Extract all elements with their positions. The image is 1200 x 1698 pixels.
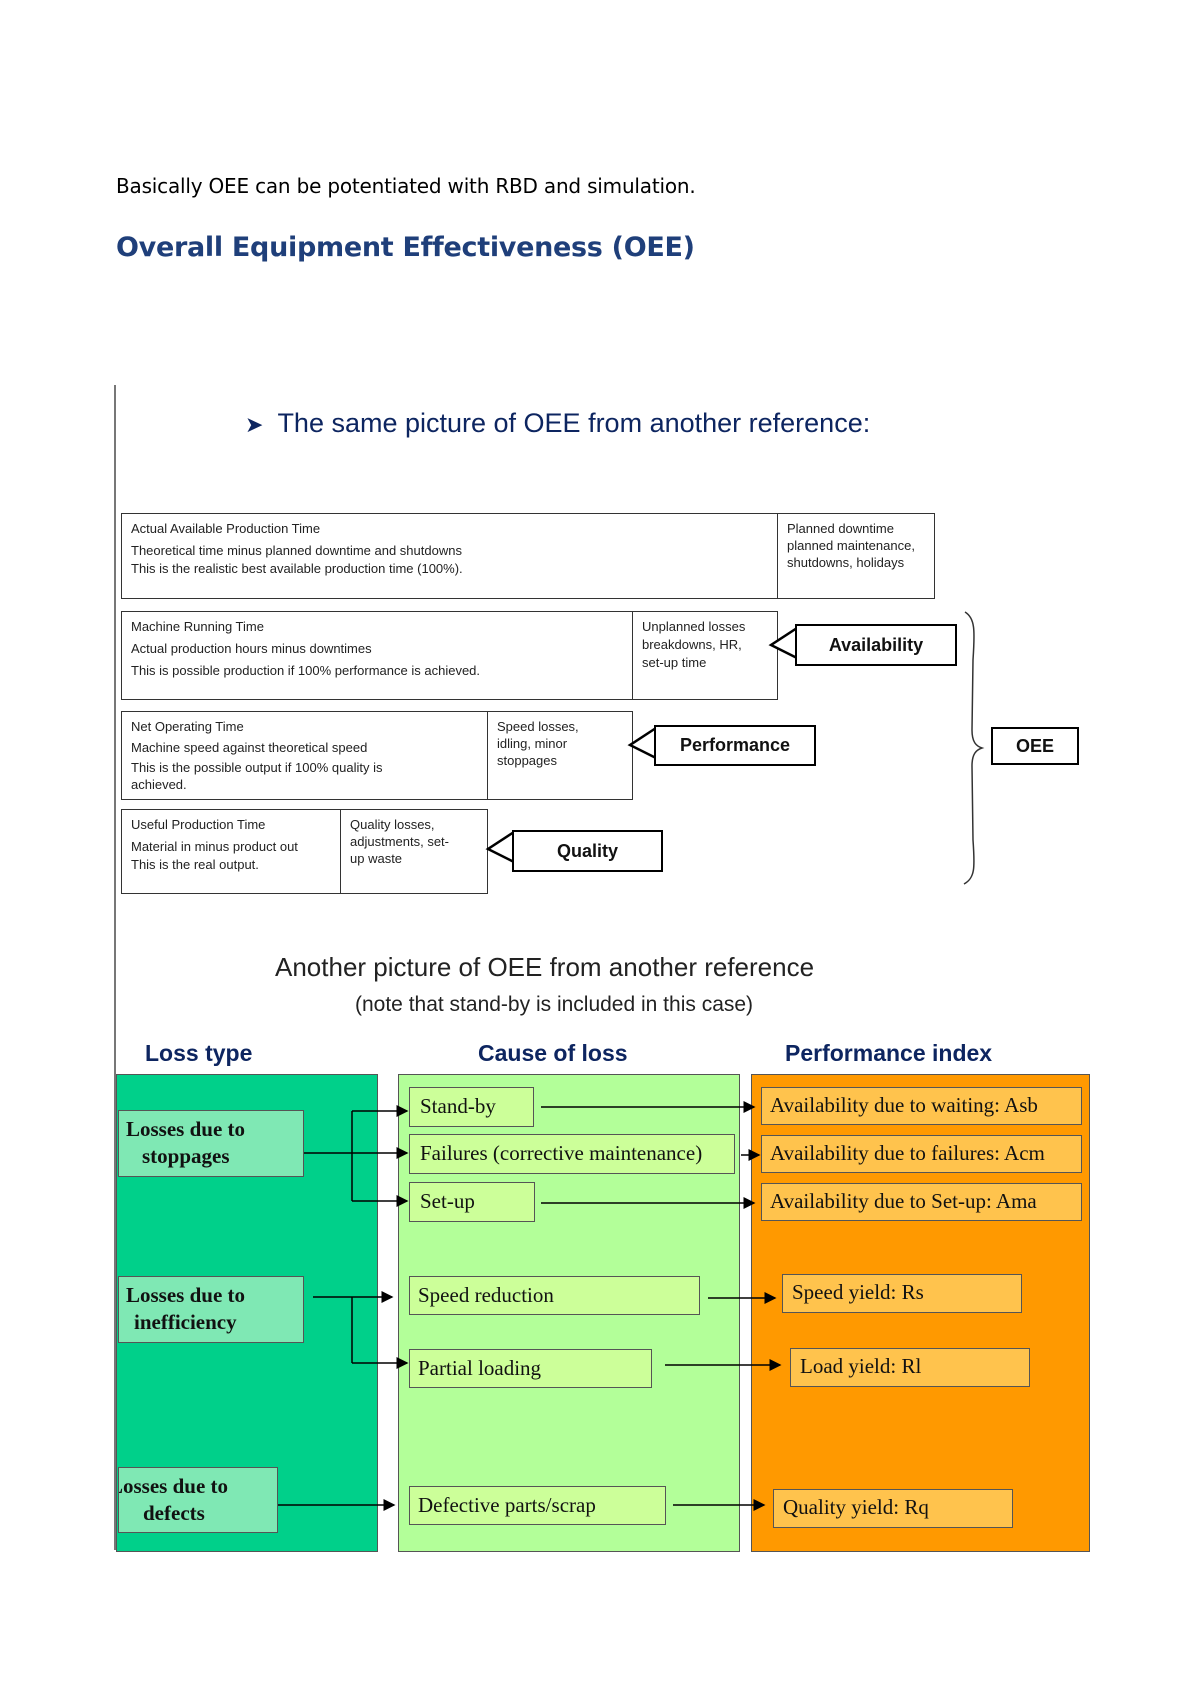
row1-title: Actual Available Production Time: [131, 521, 321, 536]
oee-brace-icon: [963, 611, 985, 885]
quality-callout: Quality: [512, 830, 663, 872]
row2-line2: This is possible production if 100% perf…: [131, 663, 481, 678]
row1-loss-box: Planned downtime planned maintenance, sh…: [777, 513, 935, 599]
loss-type-inefficiency-line2: inefficiency: [134, 1310, 237, 1334]
performance-pointer: [627, 726, 657, 760]
index-availability-failures: Availability due to failures: Acm: [761, 1135, 1082, 1173]
loss-type-stoppages: Losses due to stoppages: [118, 1110, 304, 1177]
row4-loss: Quality losses, adjustments, set- up was…: [350, 817, 449, 866]
cause-standby: Stand-by: [409, 1087, 534, 1127]
row3-loss-box: Speed losses, idling, minor stoppages: [487, 711, 633, 800]
figure1-subtitle-text: The same picture of OEE from another ref…: [277, 408, 871, 438]
loss-type-defects-line2: defects: [143, 1501, 205, 1525]
arrow-bullet-icon: ➤: [245, 412, 264, 437]
row2-title: Machine Running Time: [131, 619, 264, 634]
page-heading: Overall Equipment Effectiveness (OEE): [116, 232, 695, 263]
row3-line1: Machine speed against theoretical speed: [131, 740, 368, 755]
row4-line1: Material in minus product out: [131, 839, 298, 854]
cause-failures: Failures (corrective maintenance): [409, 1134, 735, 1174]
column-header-loss-type: Loss type: [145, 1040, 253, 1066]
row4-title: Useful Production Time: [131, 817, 266, 832]
figure-edge-line: [114, 385, 116, 945]
intro-text: Basically OEE can be potentiated with RB…: [116, 174, 696, 198]
availability-callout: Availability: [795, 624, 957, 666]
row3-main-box: Net Operating Time Machine speed against…: [121, 711, 488, 800]
row1-loss: Planned downtime planned maintenance, sh…: [787, 521, 915, 570]
index-quality-yield: Quality yield: Rq: [773, 1489, 1013, 1528]
index-availability-setup: Availability due to Set-up: Ama: [761, 1183, 1082, 1221]
column-header-cause: Cause of loss: [478, 1040, 628, 1066]
column-header-performance: Performance index: [785, 1040, 993, 1066]
loss-type-inefficiency: Losses due to inefficiency: [118, 1276, 304, 1343]
oee-callout: OEE: [991, 727, 1079, 765]
row3-title: Net Operating Time: [131, 719, 244, 734]
cause-setup: Set-up: [409, 1182, 535, 1222]
figure2-title: Another picture of OEE from another refe…: [275, 952, 815, 982]
row1-line2: This is the realistic best available pro…: [131, 561, 463, 576]
loss-type-inefficiency-line1: Losses due to: [126, 1283, 246, 1307]
row2-line1: Actual production hours minus downtimes: [131, 641, 372, 656]
row1-line1: Theoretical time minus planned downtime …: [131, 543, 462, 558]
figure1-connectors: [485, 611, 985, 885]
row2-loss-box: Unplanned losses breakdowns, HR, set-up …: [632, 611, 778, 700]
row4-main-box: Useful Production Time Material in minus…: [121, 809, 341, 894]
row2-loss: Unplanned losses breakdowns, HR, set-up …: [642, 619, 746, 670]
row4-loss-box: Quality losses, adjustments, set- up was…: [340, 809, 488, 894]
index-load-yield: Load yield: Rl: [790, 1348, 1030, 1387]
cause-defective-parts: Defective parts/scrap: [409, 1486, 666, 1525]
figure-edge-line-2: [114, 945, 116, 1550]
row3-line2: This is the possible output if 100% qual…: [131, 760, 383, 792]
row4-line2: This is the real output.: [131, 857, 259, 872]
row1-main-box: Actual Available Production Time Theoret…: [121, 513, 778, 599]
index-speed-yield: Speed yield: Rs: [782, 1274, 1022, 1313]
cause-speed-reduction: Speed reduction: [409, 1276, 700, 1315]
index-availability-waiting: Availability due to waiting: Asb: [761, 1087, 1082, 1125]
performance-callout: Performance: [654, 725, 816, 766]
row2-main-box: Machine Running Time Actual production h…: [121, 611, 633, 700]
loss-type-defects-line1: Losses due to: [118, 1474, 229, 1498]
loss-type-defects: Losses due to defects: [118, 1467, 278, 1533]
availability-pointer: [768, 626, 798, 660]
row3-loss: Speed losses, idling, minor stoppages: [497, 719, 579, 768]
quality-pointer: [485, 830, 515, 864]
loss-type-stoppages-line2: stoppages: [142, 1144, 230, 1168]
figure2-subtitle: (note that stand-by is included in this …: [355, 993, 754, 1016]
cause-partial-loading: Partial loading: [409, 1349, 652, 1388]
loss-type-stoppages-line1: Losses due to: [126, 1117, 246, 1141]
figure1-subtitle: ➤ The same picture of OEE from another re…: [245, 408, 870, 439]
